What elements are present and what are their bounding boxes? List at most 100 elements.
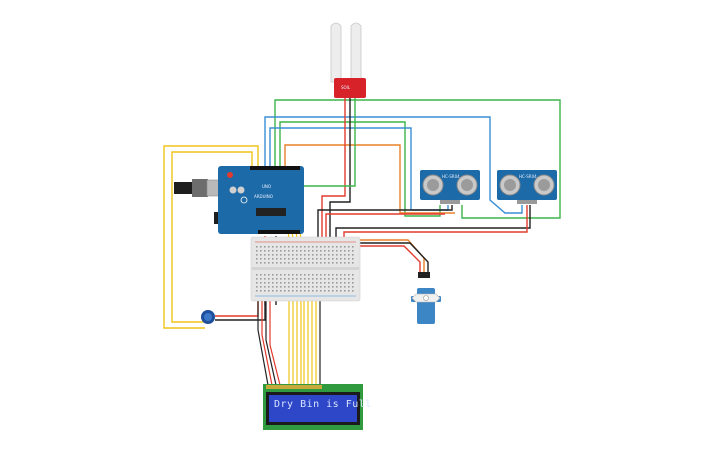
breadboard-hole xyxy=(352,286,354,288)
breadboard[interactable] xyxy=(250,236,361,302)
breadboard-hole xyxy=(300,274,302,276)
breadboard-hole xyxy=(276,278,278,280)
breadboard-hole xyxy=(348,286,350,288)
wire-blue-outer[interactable] xyxy=(264,116,523,214)
breadboard-hole xyxy=(284,278,286,280)
breadboard-hole xyxy=(304,286,306,288)
breadboard-hole xyxy=(340,274,342,276)
arduino-uno[interactable]: UNO ARDUINO xyxy=(174,166,304,234)
wire-orange-top[interactable] xyxy=(284,144,455,214)
wire-servo-black[interactable] xyxy=(352,242,429,275)
ultrasonic-sensor-right[interactable]: HC-SR04 xyxy=(497,170,557,204)
breadboard-hole xyxy=(272,258,274,260)
breadboard-hole xyxy=(292,274,294,276)
usb-plug xyxy=(192,179,208,197)
breadboard-hole xyxy=(300,278,302,280)
breadboard-hole xyxy=(264,250,266,252)
reset-button[interactable] xyxy=(227,172,233,178)
breadboard-hole xyxy=(300,290,302,292)
breadboard-hole xyxy=(300,282,302,284)
ultrasonic-sensor-left[interactable]: HC-SR04 xyxy=(420,170,480,204)
breadboard-hole xyxy=(344,286,346,288)
breadboard-hole xyxy=(276,254,278,256)
breadboard-hole xyxy=(292,258,294,260)
breadboard-hole xyxy=(336,274,338,276)
breadboard-hole xyxy=(292,250,294,252)
breadboard-hole xyxy=(316,250,318,252)
wire-green-top[interactable] xyxy=(274,99,561,219)
breadboard-hole xyxy=(276,250,278,252)
wire-soil-black[interactable] xyxy=(329,98,351,245)
breadboard-hole xyxy=(316,282,318,284)
breadboard-hole xyxy=(280,258,282,260)
breadboard-hole xyxy=(332,250,334,252)
breadboard-hole xyxy=(320,258,322,260)
breadboard-hole xyxy=(264,262,266,264)
breadboard-hole xyxy=(320,246,322,248)
servo-connector xyxy=(418,272,430,278)
breadboard-hole xyxy=(300,254,302,256)
wire-servo-red[interactable] xyxy=(344,245,421,275)
breadboard-hole xyxy=(288,278,290,280)
breadboard-hole xyxy=(328,278,330,280)
wire-soil-green[interactable] xyxy=(301,98,356,187)
breadboard-hole xyxy=(328,258,330,260)
breadboard-hole xyxy=(332,290,334,292)
breadboard-hole xyxy=(280,274,282,276)
breadboard-hole xyxy=(268,274,270,276)
breadboard-hole xyxy=(284,290,286,292)
lcd-screen xyxy=(269,395,357,422)
breadboard-hole xyxy=(256,282,258,284)
wire-blue-inner[interactable] xyxy=(269,127,449,211)
breadboard-hole xyxy=(308,282,310,284)
breadboard-hole xyxy=(348,290,350,292)
breadboard-hole xyxy=(300,250,302,252)
usb-cable xyxy=(174,182,194,194)
wire-yellow-inner[interactable] xyxy=(171,151,253,323)
breadboard-hole xyxy=(292,254,294,256)
soil-moisture-sensor[interactable]: SOIL xyxy=(330,22,366,98)
breadboard-hole xyxy=(332,254,334,256)
breadboard-hole xyxy=(280,250,282,252)
wire-us-red-2[interactable] xyxy=(343,205,528,238)
servo-motor[interactable] xyxy=(411,272,441,324)
breadboard-hole xyxy=(316,286,318,288)
wire-us-black-2[interactable] xyxy=(335,205,531,238)
breadboard-holes xyxy=(256,246,354,292)
breadboard-hole xyxy=(304,278,306,280)
wire-us-black-1[interactable] xyxy=(317,205,453,240)
breadboard-hole xyxy=(296,278,298,280)
breadboard-hole xyxy=(268,254,270,256)
breadboard-hole xyxy=(304,262,306,264)
breadboard-hole xyxy=(316,274,318,276)
wire-soil-red[interactable] xyxy=(321,98,346,245)
breadboard-hole xyxy=(284,250,286,252)
wire-yellow-outer[interactable] xyxy=(163,145,259,329)
breadboard-hole xyxy=(348,254,350,256)
breadboard-hole xyxy=(348,274,350,276)
lcd-line-1: Dry Bin is Full xyxy=(274,399,372,410)
breadboard-hole xyxy=(324,278,326,280)
wire-us-red-1[interactable] xyxy=(325,213,445,240)
breadboard-hole xyxy=(292,262,294,264)
breadboard-hole xyxy=(276,282,278,284)
breadboard-hole xyxy=(276,274,278,276)
wire-pot-black[interactable] xyxy=(215,300,266,321)
breadboard-hole xyxy=(280,246,282,248)
breadboard-hole xyxy=(272,262,274,264)
breadboard-hole xyxy=(300,258,302,260)
wire-pot-red[interactable] xyxy=(215,300,259,317)
breadboard-hole xyxy=(264,286,266,288)
breadboard-hole xyxy=(264,282,266,284)
breadboard-hole xyxy=(344,262,346,264)
wires xyxy=(163,98,561,386)
breadboard-hole xyxy=(328,262,330,264)
breadboard-hole xyxy=(344,250,346,252)
potentiometer-knob[interactable] xyxy=(204,313,212,321)
breadboard-hole xyxy=(312,282,314,284)
breadboard-hole xyxy=(292,246,294,248)
potentiometer[interactable] xyxy=(201,310,215,324)
breadboard-hole xyxy=(336,290,338,292)
lcd-display[interactable]: Dry Bin is Full xyxy=(263,384,372,430)
breadboard-hole xyxy=(260,290,262,292)
